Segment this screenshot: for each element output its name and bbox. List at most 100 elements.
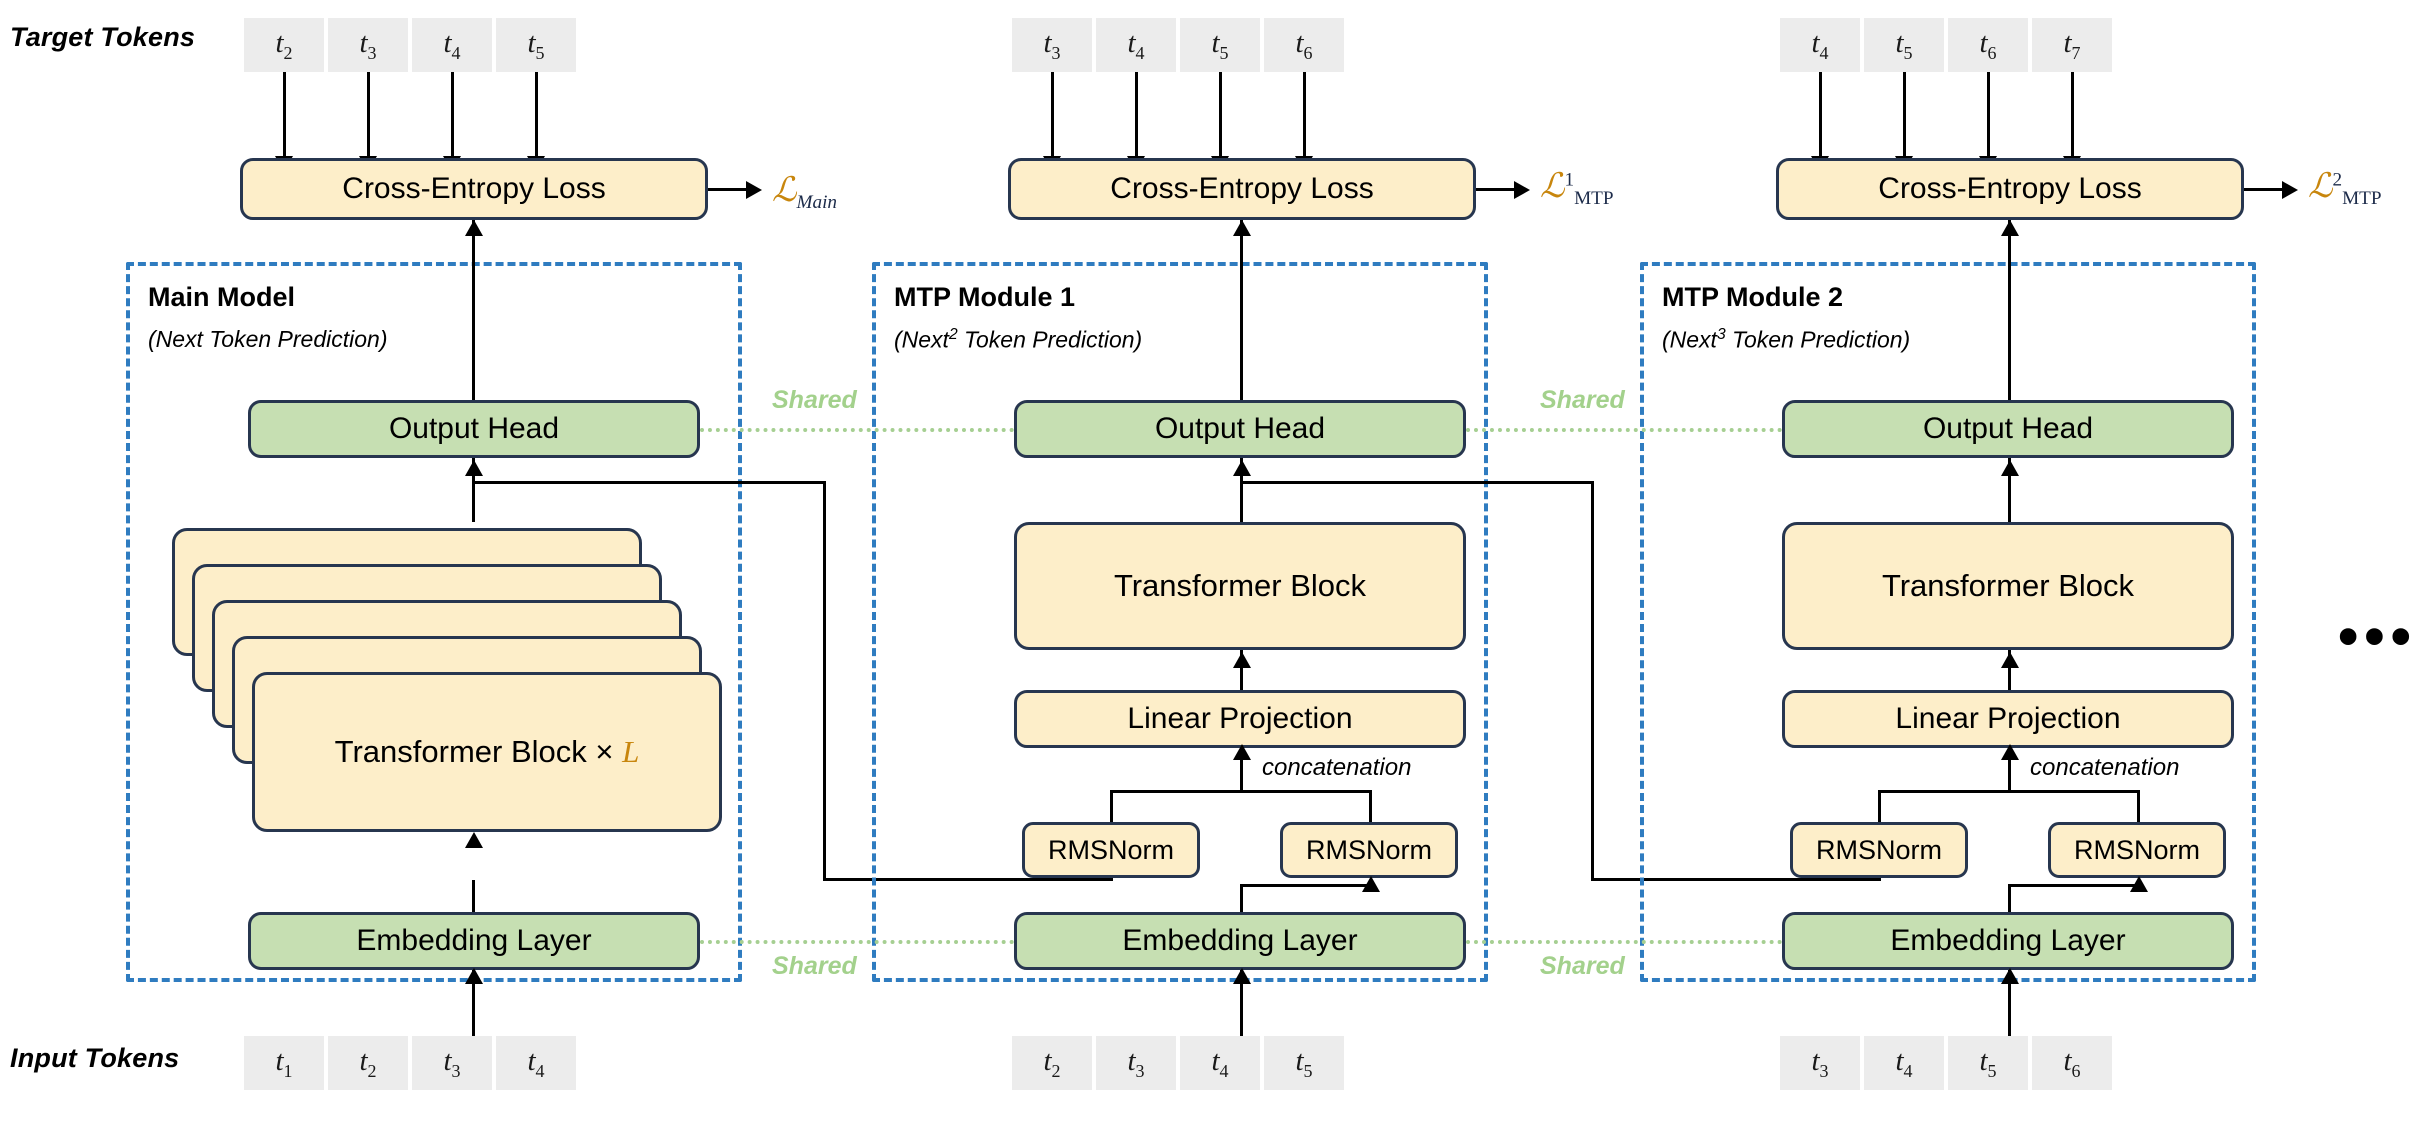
arrow-head-up: [2130, 876, 2148, 892]
continuation-ellipsis: •••: [2338, 604, 2417, 669]
connector-line: [1476, 188, 1516, 191]
arrow-head-up: [1233, 652, 1251, 668]
loss-subscript: MTP: [1574, 188, 1614, 210]
token-index: 6: [1303, 42, 1313, 63]
connector-line: [1240, 220, 1243, 482]
connector-line: [472, 220, 475, 482]
module-subtitle: (Next2 Token Prediction): [894, 326, 1142, 354]
module-title: MTP Module 2: [1662, 282, 1844, 312]
shared-hidden-connector: [1508, 481, 1594, 484]
loss-subscript: MTP: [2342, 188, 2382, 210]
shared-embedding-dotline-1: [700, 940, 1014, 944]
token-index: 5: [1903, 42, 1913, 63]
module-title: MTP Module 1: [894, 282, 1076, 312]
connector-line: [1903, 72, 1906, 162]
arrow-head-up: [1233, 460, 1251, 476]
subtitle-suffix: Token Prediction): [957, 326, 1143, 353]
module-frame-mtp-2: [1640, 262, 2256, 982]
transformer-block-label-text: Transformer Block ×: [334, 734, 623, 769]
arrow-head-up: [465, 460, 483, 476]
shared-hidden-connector: [1240, 481, 1510, 484]
loss-superscript: 2: [2332, 169, 2343, 191]
concat-bus-line: [1110, 790, 1372, 793]
loss-label-mtp2: ℒ2MTP: [2308, 166, 2382, 210]
subtitle-prefix: (Next: [1662, 326, 1717, 353]
token-index: 5: [1219, 42, 1229, 63]
target-token-cell: t7: [2032, 18, 2112, 72]
module-frame-mtp-1: [872, 262, 1488, 982]
input-token-cell: t3: [1096, 1036, 1176, 1090]
loss-symbol: ℒ: [772, 172, 797, 209]
output-head-box: Output Head: [1014, 400, 1466, 458]
connector-line: [2071, 72, 2074, 162]
concatenation-label: concatenation: [2030, 754, 2180, 781]
shared-hidden-connector: [1591, 481, 1594, 881]
connector-line: [1219, 72, 1222, 162]
input-token-cell: t5: [1264, 1036, 1344, 1090]
connector-line: [1240, 748, 1243, 792]
connector-line: [451, 72, 454, 162]
transformer-block-layer-count: L: [622, 734, 640, 769]
rmsnorm-box-left: RMSNorm: [1022, 822, 1200, 878]
subtitle-superscript: 2: [948, 326, 958, 343]
transformer-block-label: Transformer Block × L: [335, 734, 640, 770]
connector-line: [2008, 970, 2011, 1036]
shared-embedding-dotline-2: [1466, 940, 1782, 944]
input-token-cell: t2: [1012, 1036, 1092, 1090]
concat-bus-line: [1878, 790, 2140, 793]
input-token-cell: t1: [244, 1036, 324, 1090]
connector-line: [2008, 220, 2011, 482]
token-index: 5: [1987, 1060, 1997, 1081]
target-token-cell: t5: [1180, 18, 1260, 72]
target-token-cell: t3: [1012, 18, 1092, 72]
arrow-head-up: [465, 832, 483, 848]
arrow-head-right: [746, 181, 762, 199]
arrow-head-right: [2282, 181, 2298, 199]
subtitle-prefix: (Next: [894, 326, 949, 353]
connector-line: [1240, 884, 1243, 912]
transformer-block-box: Transformer Block: [1014, 522, 1466, 650]
target-token-cell: t5: [1864, 18, 1944, 72]
shared-hidden-connector: [472, 481, 742, 484]
rmsnorm-box-right: RMSNorm: [1280, 822, 1458, 878]
target-token-cell: t4: [1780, 18, 1860, 72]
loss-label-main: ℒMain: [772, 170, 837, 214]
transformer-block-box: Transformer Block: [1782, 522, 2234, 650]
input-tokens-row-label: Input Tokens: [10, 1043, 180, 1073]
arrow-head-up: [1362, 876, 1380, 892]
connector-line: [472, 458, 475, 522]
subtitle-suffix: Token Prediction): [202, 326, 388, 352]
embedding-layer-box: Embedding Layer: [248, 912, 700, 970]
token-index: 3: [1135, 1060, 1145, 1081]
connector-line: [2008, 884, 2011, 912]
target-token-cell: t5: [496, 18, 576, 72]
connector-line: [472, 970, 475, 1036]
connector-line: [1987, 72, 1990, 162]
arrow-head-up: [2001, 744, 2019, 760]
loss-superscript: 1: [1564, 169, 1575, 191]
input-token-cell: t3: [412, 1036, 492, 1090]
shared-hidden-connector: [740, 481, 826, 484]
input-token-cell: t3: [1780, 1036, 1860, 1090]
connector-line: [472, 880, 475, 940]
token-index: 4: [451, 42, 461, 63]
connector-line: [1369, 790, 1372, 824]
target-token-cell: t6: [1264, 18, 1344, 72]
token-index: 4: [1135, 42, 1145, 63]
shared-label-output-head-2: Shared: [1540, 386, 1625, 414]
connector-line: [2008, 650, 2011, 704]
token-index: 3: [451, 1060, 461, 1081]
token-index: 5: [1303, 1060, 1313, 1081]
arrow-head-up: [2001, 652, 2019, 668]
connector-line: [2008, 748, 2011, 792]
shared-hidden-connector: [1591, 878, 1881, 881]
connector-line: [2008, 458, 2011, 522]
module-subtitle: (Next Token Prediction): [148, 326, 387, 353]
arrow-head-up: [2001, 220, 2019, 236]
module-title: Main Model: [148, 282, 295, 312]
arrow-head-up: [1233, 220, 1251, 236]
token-index: 5: [535, 42, 545, 63]
subtitle-prefix: (Next: [148, 326, 203, 352]
shared-output-head-dotline-1: [700, 428, 1014, 432]
